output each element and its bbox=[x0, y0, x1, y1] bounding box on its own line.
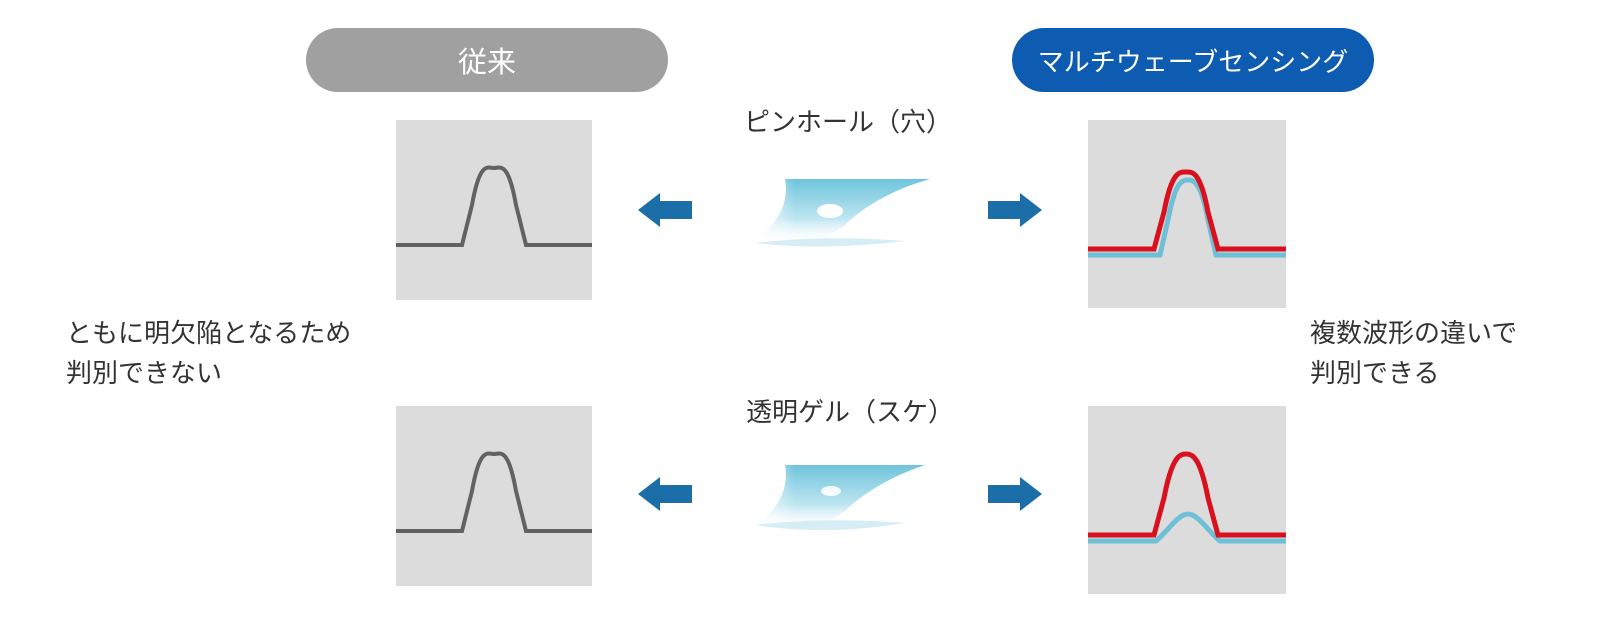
gel-caption: 透明ゲル（スケ） bbox=[746, 398, 955, 428]
pinhole-defect bbox=[817, 204, 843, 218]
conventional-label-text: 従来 bbox=[457, 45, 516, 79]
single-waveform bbox=[396, 451, 592, 533]
cyan-waveform bbox=[1088, 511, 1286, 544]
multiwave-sensing-label-text: マルチウェーブセンシング bbox=[1037, 47, 1349, 78]
left-arrow-icon bbox=[638, 477, 692, 515]
red-waveform bbox=[1088, 451, 1286, 538]
conventional-conclusion-line-1: ともに明欠陥となるため bbox=[66, 319, 352, 349]
gel-defect bbox=[821, 486, 841, 496]
multiwave-gel-waveform-panel bbox=[1088, 406, 1286, 594]
multiwave-sensing-label: マルチウェーブセンシング bbox=[1012, 28, 1374, 92]
panel-background bbox=[1088, 120, 1286, 308]
panel-background bbox=[396, 406, 592, 586]
left-arrow-icon bbox=[638, 193, 692, 231]
right-arrow-icon bbox=[988, 477, 1042, 515]
red-waveform bbox=[1088, 169, 1286, 252]
multiwave-conclusion-line-2: 判別できる bbox=[1310, 359, 1440, 389]
right-arrow-icon bbox=[988, 193, 1042, 231]
conventional-pinhole-waveform-panel bbox=[396, 120, 592, 300]
pinhole-film-illustration bbox=[745, 175, 945, 259]
single-waveform bbox=[396, 165, 592, 247]
panel-background bbox=[396, 120, 592, 300]
conventional-conclusion: ともに明欠陥となるため 判別できない bbox=[66, 314, 351, 394]
pinhole-caption: ピンホール（穴） bbox=[744, 108, 953, 138]
multiwave-conclusion: 複数波形の違いで 判別できる bbox=[1310, 314, 1517, 394]
conventional-gel-waveform-panel bbox=[396, 406, 592, 586]
panel-background bbox=[1088, 406, 1286, 594]
conventional-label: 従来 bbox=[306, 28, 668, 92]
multiwave-conclusion-line-1: 複数波形の違いで bbox=[1310, 319, 1518, 349]
multiwave-pinhole-waveform-panel bbox=[1088, 120, 1286, 308]
conventional-conclusion-line-2: 判別できない bbox=[66, 359, 223, 389]
gel-film-illustration bbox=[745, 461, 945, 545]
